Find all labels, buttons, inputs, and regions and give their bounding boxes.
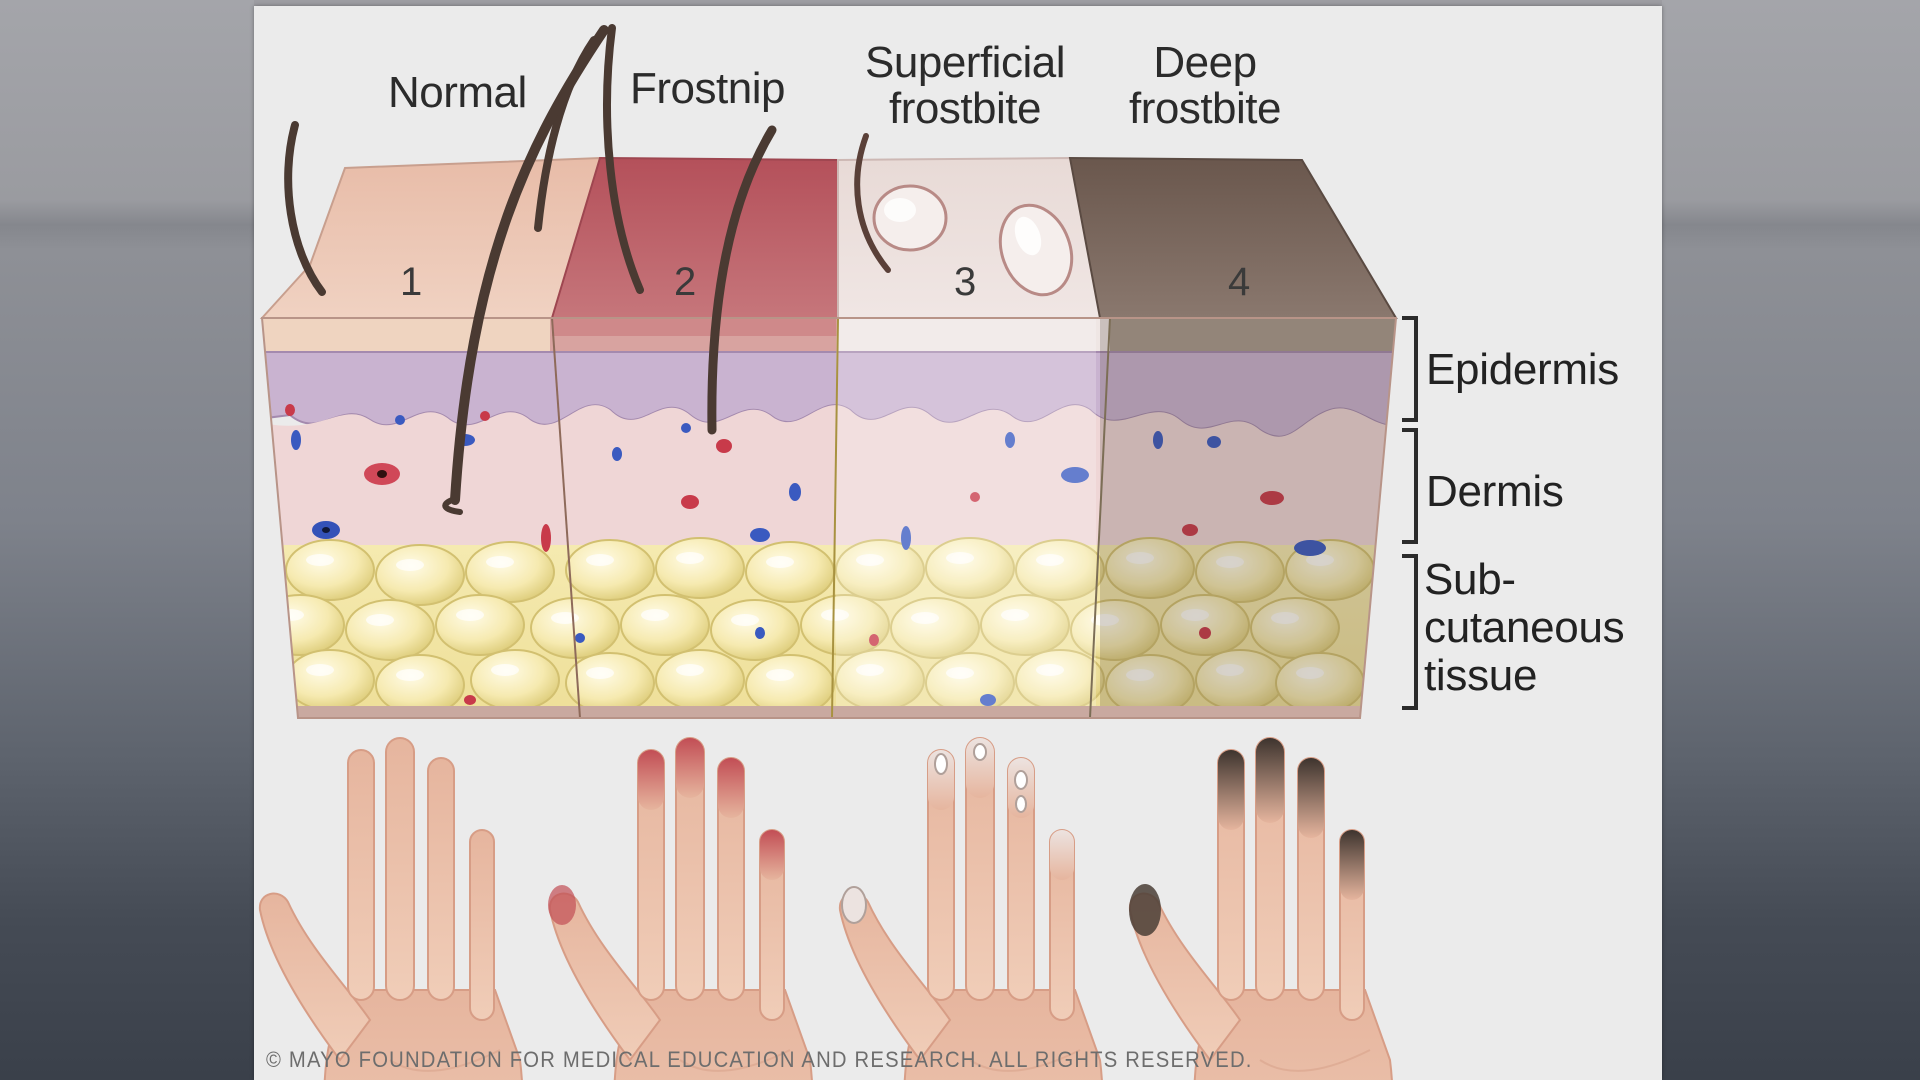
stage-label-deep-frostbite: Deep frostbite bbox=[1110, 40, 1300, 132]
panel-top-edge bbox=[254, 0, 1662, 6]
hand-icon-normal bbox=[258, 737, 524, 1080]
stage-label-line: Superficial bbox=[865, 38, 1065, 87]
stage-label-superficial-frostbite: Superficial frostbite bbox=[850, 40, 1080, 132]
hand-icon-deep bbox=[1128, 737, 1394, 1080]
stage-label-frostnip: Frostnip bbox=[630, 64, 785, 113]
layer-label-line: cutaneous bbox=[1424, 603, 1625, 652]
blood-vessel-icon bbox=[285, 404, 1326, 706]
layer-label-epidermis: Epidermis bbox=[1426, 345, 1619, 394]
bracket-icon bbox=[1402, 316, 1418, 710]
hand-icon-frostnip bbox=[548, 737, 814, 1080]
stage-label-normal: Normal bbox=[388, 68, 527, 117]
layer-label-subcutaneous-tissue: Sub- cutaneous tissue bbox=[1424, 555, 1625, 700]
stage-number-1: 1 bbox=[400, 260, 423, 304]
copyright-notice: © MAYO FOUNDATION FOR MEDICAL EDUCATION … bbox=[266, 1047, 1253, 1072]
stage-label-line: frostbite bbox=[888, 84, 1042, 133]
hand-icon-superficial bbox=[838, 737, 1104, 1080]
hair-icon bbox=[284, 24, 891, 515]
layer-label-line: Sub- bbox=[1424, 555, 1516, 604]
stage-label-line: Deep bbox=[1153, 38, 1257, 87]
stage-number-2: 2 bbox=[674, 260, 697, 304]
stage-number-3: 3 bbox=[954, 260, 977, 304]
skin-surface-top bbox=[259, 156, 1398, 319]
stage-number-4: 4 bbox=[1228, 260, 1251, 304]
stage-label-line: frostbite bbox=[1128, 84, 1282, 133]
blister-icon bbox=[872, 184, 1074, 297]
layer-label-dermis: Dermis bbox=[1426, 467, 1564, 516]
skin-cross-section bbox=[262, 318, 1396, 718]
layer-label-line: tissue bbox=[1424, 651, 1538, 700]
